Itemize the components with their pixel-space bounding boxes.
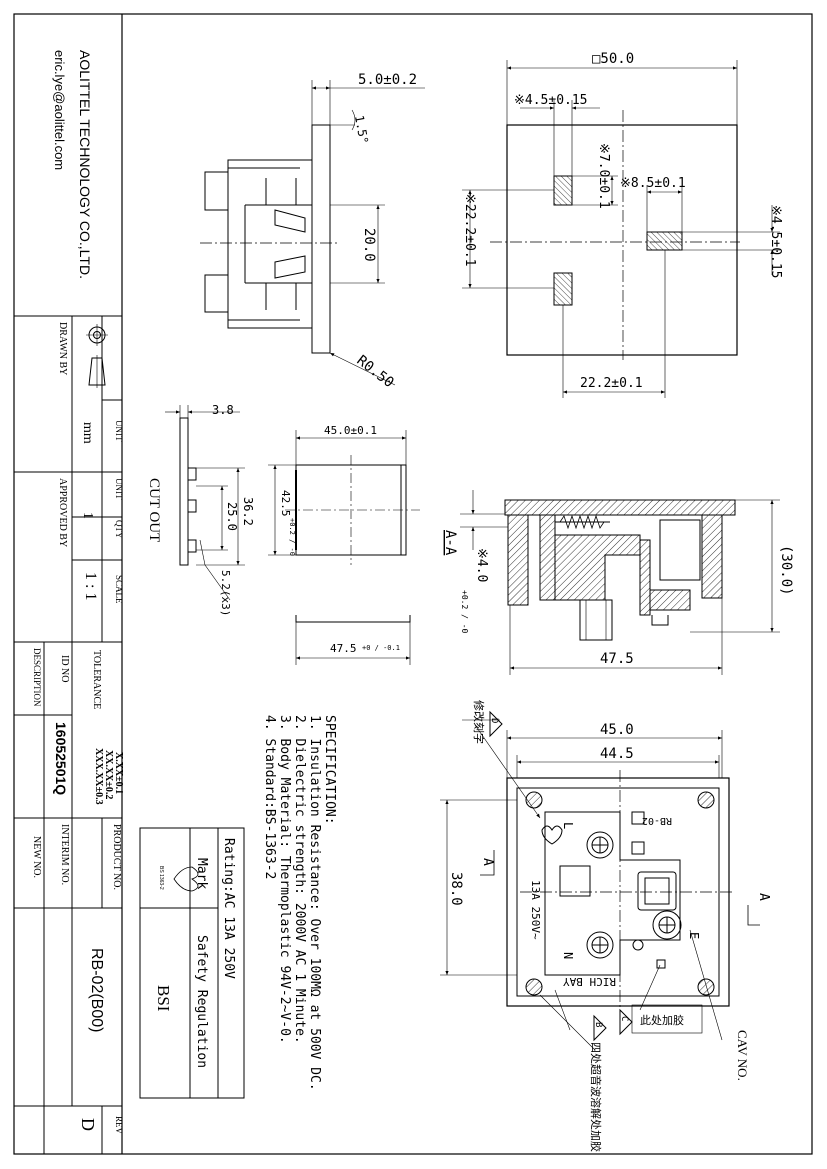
- spec-item-3: 3. Body Material: Thermoplastic 94V-2~V-…: [277, 715, 292, 1044]
- section-dim-30: (30.0): [778, 545, 794, 596]
- section-view: [460, 490, 780, 675]
- rear-dim-38: 38.0: [448, 872, 464, 906]
- tolerance-label: TOLERANCE: [91, 650, 102, 709]
- cutout-dim-36-2: 36.2: [241, 497, 255, 526]
- cutout-dim-5-2: 5.2(x3): [219, 570, 232, 616]
- spec-item-4: 4. Standard:BS-1363-2: [262, 715, 277, 879]
- qty-value: 1: [80, 512, 95, 519]
- terminal-l-label: L: [561, 822, 575, 829]
- company-name: AOLITTEL TECHNOLOGY CO.,LTD.: [77, 50, 93, 279]
- scale-value: 1 : 1: [82, 572, 99, 600]
- front-face-view: [462, 60, 780, 398]
- section-marker-right: A: [756, 893, 771, 901]
- cutout-front-view: [268, 430, 420, 665]
- drawn-by-label: DRAWN BY: [57, 322, 68, 375]
- kitemark-logo-icon: [173, 866, 199, 892]
- rear-rating-mark: 13A 250V~: [529, 880, 542, 940]
- note-d-text: 修改刻字: [472, 700, 486, 744]
- approved-by-label: APPROVED BY: [57, 478, 68, 547]
- unit-label: UNIT: [114, 420, 124, 442]
- tolerance-line-2: XX.XX±0.2: [103, 750, 114, 799]
- title-block: AOLITTEL TECHNOLOGY CO.,LTD. eric.lye@ao…: [14, 50, 124, 1154]
- dim-pin-pitch: ※22.2±0.1: [462, 193, 477, 267]
- cutout-dim-45: 45.0±0.1: [324, 424, 377, 437]
- specification-block: SPECIFICATION: 1. Insulation Resistance:…: [139, 715, 337, 1099]
- terminal-e-label: E: [687, 932, 701, 939]
- neutral-pin-slot: [553, 272, 573, 306]
- safety-table: [139, 827, 245, 1099]
- rear-view: [440, 719, 760, 1051]
- new-no-label: NEW NO.: [31, 836, 42, 878]
- dim-earth-width: ※4.5±0.15: [768, 205, 783, 279]
- cutout-dim-25-0: 25.0: [225, 502, 239, 531]
- interim-no-label: INTERIM NO.: [59, 824, 70, 885]
- note-b-triangle-icon: [593, 1014, 607, 1042]
- dim-radius: R0.50: [354, 353, 397, 392]
- earth-pin-slot: [646, 231, 683, 251]
- note-c-text: 此处加胶: [640, 1013, 684, 1027]
- rating-label: Rating:AC 13A 250V: [221, 838, 236, 979]
- dim-angle: 1.5°: [352, 114, 371, 145]
- spec-item-2: 2. Dielectric strength: 2000V AC 1 Minut…: [292, 715, 307, 1044]
- dim-slot-height: ※7.0±0.1: [596, 143, 611, 209]
- spec-item-1: 1. Insulation Resistance: Over 100MΩ at …: [307, 715, 322, 1091]
- rev-value: D: [78, 1118, 98, 1131]
- tolerance-line-3: XXX.XX±0.3: [93, 748, 104, 805]
- dim-thickness: 5.0±0.2: [358, 72, 417, 88]
- id-no-label: ID NO: [59, 655, 70, 683]
- rear-dim-45: 45.0: [600, 722, 634, 738]
- rear-model-mark: RB-02: [642, 815, 672, 826]
- spec-heading: SPECIFICATION:: [322, 715, 337, 825]
- description-label: DESCRIPTION: [32, 648, 42, 707]
- cutout-dim-47-5-tol: +0 / -0.1: [362, 644, 400, 652]
- section-dim-depth-tol: +0.2 / -0: [460, 590, 469, 634]
- dim-square: □50.0: [592, 51, 634, 67]
- note-d-triangle-icon: [489, 710, 503, 738]
- note-c-triangle-icon: [619, 1008, 633, 1036]
- cav-no-label: CAV NO.: [735, 1030, 750, 1081]
- rear-dim-44-5: 44.5: [600, 746, 634, 762]
- note-b-tag: B: [593, 1022, 603, 1027]
- cutout-label: CUT OUT: [146, 478, 162, 542]
- section-marker-left: A: [480, 858, 495, 866]
- section-dim-47-5: 47.5: [600, 651, 634, 667]
- cutout-side-view: [165, 405, 245, 601]
- note-b-text: 四处超音波溶解处加胶: [589, 1042, 603, 1152]
- regulation-value: BSI: [154, 985, 173, 1012]
- mark-header: Mark: [194, 858, 209, 889]
- dim-earth-length: ※8.5±0.1: [620, 176, 686, 191]
- id-no-value: 16052501Q: [53, 722, 69, 795]
- product-no-label: PRODUCT NO.: [111, 824, 122, 890]
- sheet-border: [13, 13, 813, 1155]
- unit-label-2: UNIT: [114, 478, 124, 500]
- line-pin-slot: [553, 175, 573, 206]
- dim-height: 20.0: [361, 228, 377, 262]
- rev-label: REV: [114, 1116, 124, 1135]
- projection-symbol-icon: [86, 324, 108, 388]
- side-view: [200, 80, 425, 386]
- section-label: A-A: [442, 530, 458, 556]
- rear-brand-mark: RICH BAY: [563, 975, 616, 988]
- kitemark-text: BS 1363-2: [158, 866, 164, 890]
- note-c-box: [631, 1004, 703, 1034]
- dim-slot-width: ※4.5±0.15: [514, 93, 588, 108]
- section-dim-depth: ※4.0: [474, 548, 489, 582]
- cutout-dim-3-8: 3.8: [212, 403, 234, 417]
- terminal-n-label: N: [561, 952, 575, 959]
- dim-bottom-offset: 22.2±0.1: [580, 376, 643, 391]
- product-no-value: RB-02(B00): [88, 948, 105, 1032]
- regulation-header: Safety Regulation: [194, 935, 209, 1068]
- cutout-dim-42-5: 42.5: [279, 490, 292, 517]
- note-d-tag: D: [489, 718, 499, 723]
- scale-label: SCALE: [114, 575, 124, 604]
- tolerance-line-1: X.XX±0.1: [113, 752, 124, 794]
- company-email: eric.lye@aolittel.com: [52, 50, 67, 170]
- cutout-dim-42-5-tol: +0.2 / -0: [288, 518, 296, 556]
- cutout-dim-47-5: 47.5: [330, 642, 357, 655]
- note-c-tag: C: [619, 1016, 629, 1021]
- qty-label: QTY: [114, 520, 124, 539]
- unit-value: mm: [80, 422, 95, 444]
